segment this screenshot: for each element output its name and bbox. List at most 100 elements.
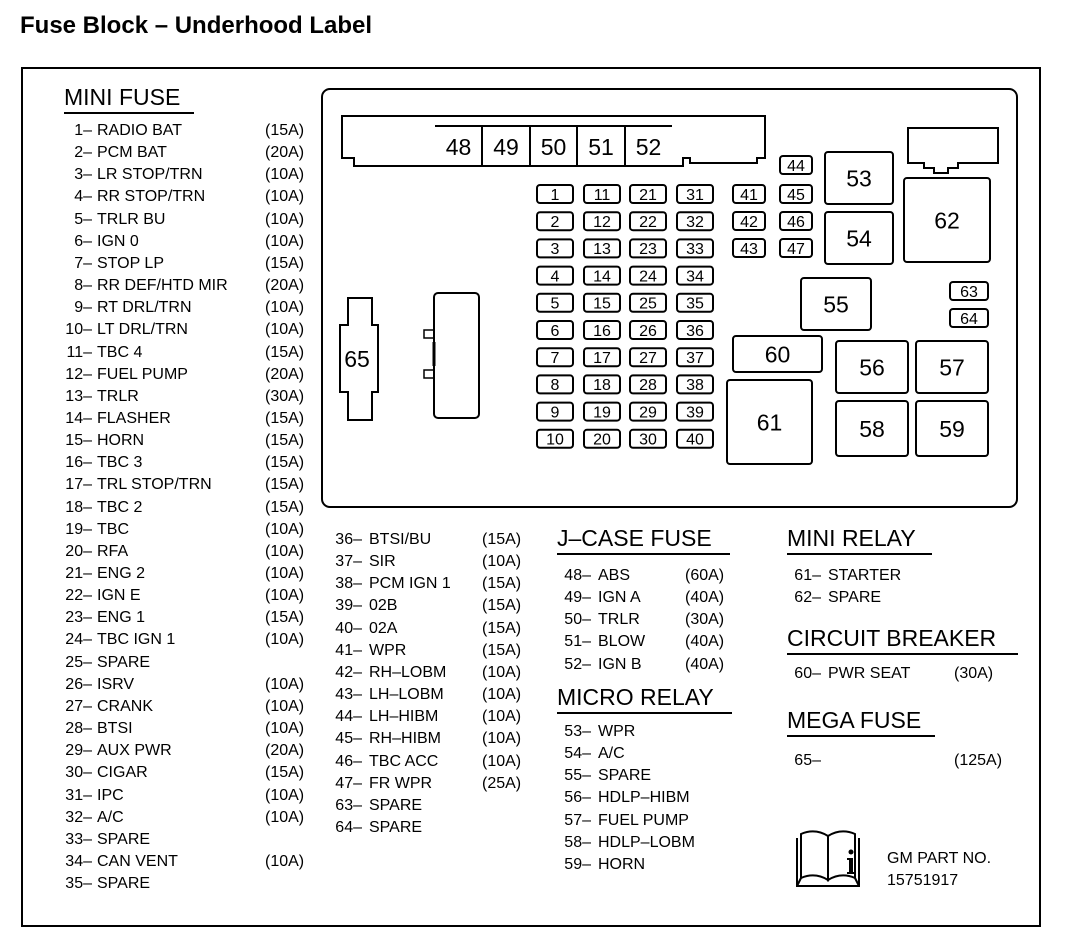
item-number: 62– xyxy=(794,589,821,607)
item-number: 12– xyxy=(65,365,92,383)
item-number: 44– xyxy=(335,708,362,726)
heading-micro-relay: MICRO RELAY xyxy=(557,684,732,714)
item-number: 25– xyxy=(65,653,92,671)
item-amperage: (10A) xyxy=(482,730,522,748)
item-name: ENG 2 xyxy=(97,565,146,582)
item-amperage: (15A) xyxy=(482,575,522,593)
item-amperage: (15A) xyxy=(265,454,305,472)
item-name: ISRV xyxy=(97,675,135,693)
item-name: RFA xyxy=(97,542,129,560)
item-name: RR STOP/TRN xyxy=(97,188,206,206)
item-number: 48– xyxy=(564,567,591,584)
item-name: WPR xyxy=(598,723,636,740)
heading-underline xyxy=(787,735,935,737)
item-number: 41– xyxy=(335,641,362,659)
item-name: A/C xyxy=(598,745,625,763)
item-name: STARTER xyxy=(828,567,902,584)
item-number: 9– xyxy=(74,299,92,317)
item-amperage: (30A) xyxy=(954,665,994,682)
item-name: LH–LOBM xyxy=(369,686,444,704)
item-name: SIR xyxy=(369,553,396,571)
item-number: 28– xyxy=(65,720,92,738)
item-name: TBC 4 xyxy=(97,343,143,361)
item-number: 7– xyxy=(74,254,92,272)
item-name: CIGAR xyxy=(97,764,148,782)
item-amperage: (15A) xyxy=(265,764,305,782)
item-amperage: (30A) xyxy=(685,611,725,629)
item-number: 22– xyxy=(65,587,92,605)
item-name: SPARE xyxy=(369,796,423,814)
item-amperage: (10A) xyxy=(265,166,305,184)
item-name: HORN xyxy=(598,855,646,873)
part-label: GM PART NO. xyxy=(887,850,992,867)
item-name: PCM IGN 1 xyxy=(369,575,451,593)
heading-circuit-breaker: CIRCUIT BREAKER xyxy=(787,625,1018,655)
item-number: 35– xyxy=(65,875,92,893)
item-amperage: (10A) xyxy=(265,232,305,250)
item-number: 21– xyxy=(65,565,92,582)
item-amperage: (15A) xyxy=(265,254,305,272)
item-number: 56– xyxy=(564,789,591,807)
item-amperage: (10A) xyxy=(265,786,305,804)
item-name: HORN xyxy=(97,432,145,450)
item-name: TRLR xyxy=(598,611,640,629)
item-amperage: (15A) xyxy=(482,619,522,637)
item-name: BTSI xyxy=(97,720,133,738)
item-amperage: (10A) xyxy=(265,565,305,582)
item-amperage: (10A) xyxy=(265,321,305,339)
item-amperage: (15A) xyxy=(265,609,305,627)
item-name: IGN 0 xyxy=(97,232,139,250)
item-number: 38– xyxy=(335,575,362,593)
item-number: 57– xyxy=(564,811,591,829)
item-name: FUEL PUMP xyxy=(598,811,689,829)
item-amperage: (40A) xyxy=(685,633,725,651)
item-number: 55– xyxy=(564,767,591,785)
item-name: FLASHER xyxy=(97,409,171,427)
item-number: 19– xyxy=(65,520,92,538)
item-number: 26– xyxy=(65,675,92,693)
heading-mega-fuse: MEGA FUSE xyxy=(787,707,935,737)
item-name: LH–HIBM xyxy=(369,708,439,726)
item-amperage: (25A) xyxy=(482,774,522,792)
item-number: 59– xyxy=(564,855,591,873)
item-number: 36– xyxy=(335,531,362,548)
item-name: FR WPR xyxy=(369,774,433,792)
item-name: HDLP–LOBM xyxy=(598,833,695,851)
item-number: 49– xyxy=(564,589,591,607)
item-number: 58– xyxy=(564,833,591,851)
item-amperage: (10A) xyxy=(482,686,522,704)
item-name: IGN B xyxy=(598,655,642,673)
item-name: SPARE xyxy=(369,818,423,836)
item-number: 10– xyxy=(65,321,92,339)
item-amperage: (10A) xyxy=(265,675,305,693)
item-amperage: (15A) xyxy=(265,432,305,450)
item-number: 11– xyxy=(66,343,92,361)
item-number: 51– xyxy=(564,633,591,651)
item-number: 65– xyxy=(794,752,821,769)
item-amperage: (10A) xyxy=(265,720,305,738)
item-number: 23– xyxy=(65,609,92,627)
item-number: 17– xyxy=(65,476,92,494)
item-amperage: (15A) xyxy=(265,343,305,361)
item-amperage: (10A) xyxy=(265,587,305,605)
item-number: 31– xyxy=(65,786,92,804)
item-name: ABS xyxy=(598,567,631,584)
item-name: TBC xyxy=(97,520,129,538)
item-name: SPARE xyxy=(97,830,151,848)
item-number: 6– xyxy=(74,232,92,250)
item-number: 61– xyxy=(794,567,821,584)
item-number: 24– xyxy=(65,631,92,649)
heading-j-case-fuse: J–CASE FUSE xyxy=(557,525,730,555)
item-name: LT DRL/TRN xyxy=(97,321,188,339)
item-number: 18– xyxy=(65,498,92,516)
item-amperage: (10A) xyxy=(265,542,305,560)
item-number: 60– xyxy=(794,665,821,682)
item-amperage: (10A) xyxy=(265,210,305,228)
manual-info-icon xyxy=(796,830,860,887)
item-name: RH–LOBM xyxy=(369,663,447,681)
item-name: HDLP–HIBM xyxy=(598,789,690,807)
item-amperage: (20A) xyxy=(265,365,305,383)
item-name: TRL STOP/TRN xyxy=(97,476,212,494)
item-amperage: (10A) xyxy=(265,520,305,538)
item-amperage: (10A) xyxy=(265,808,305,826)
